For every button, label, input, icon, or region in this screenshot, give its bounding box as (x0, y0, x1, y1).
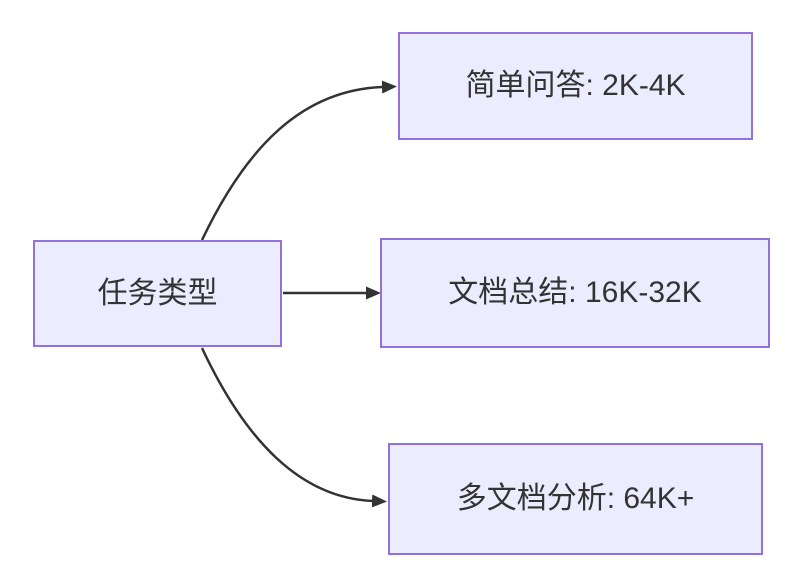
node-task-type: 任务类型 (33, 240, 282, 347)
node-simple-qa-label: 简单问答: 2K-4K (465, 69, 686, 102)
node-multi-doc-label: 多文档分析: 64K+ (456, 482, 695, 515)
node-task-type-label: 任务类型 (97, 276, 218, 310)
node-multi-doc: 多文档分析: 64K+ (388, 443, 763, 555)
node-simple-qa: 简单问答: 2K-4K (398, 32, 753, 140)
node-doc-summary: 文档总结: 16K-32K (380, 238, 770, 348)
edge-task-to-multi-doc (200, 347, 387, 508)
node-doc-summary-label: 文档总结: 16K-32K (448, 276, 702, 309)
edge-task-to-simple-qa (200, 80, 397, 241)
